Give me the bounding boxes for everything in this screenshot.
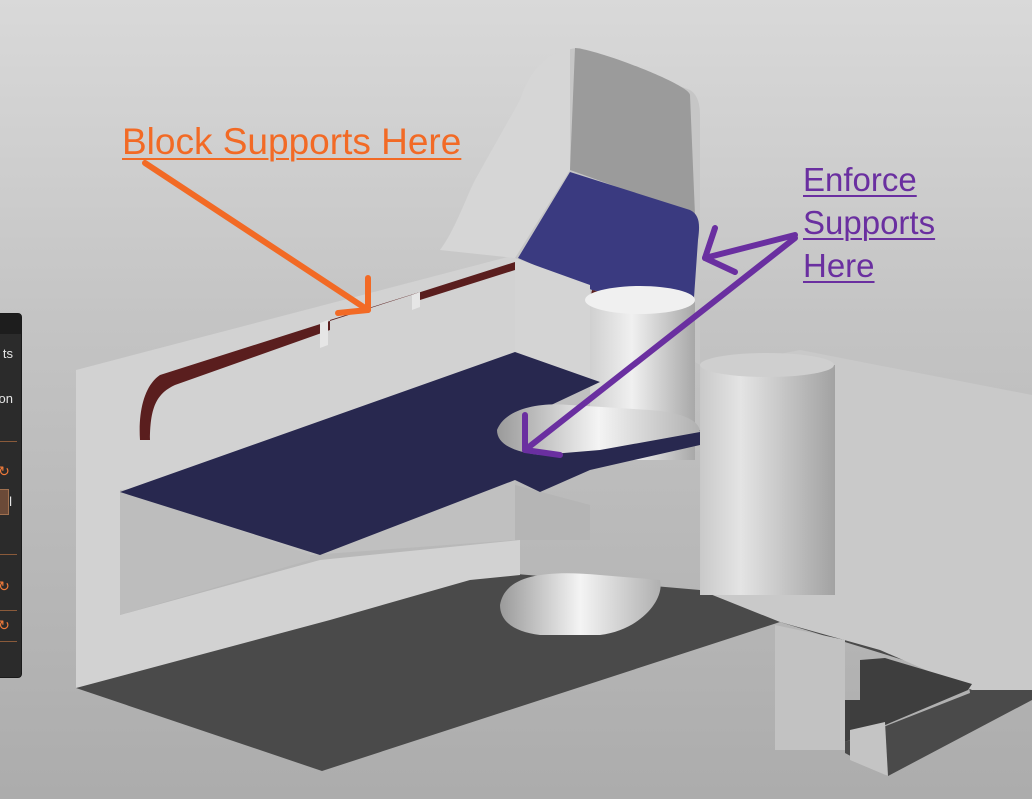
block-arrow [142,160,371,316]
tower-front-face [570,48,695,215]
lower-step-face [515,485,590,540]
cylinder-rim [585,286,695,314]
panel-divider-2 [0,554,17,555]
reset-arrow-icon-3[interactable]: ↻ [0,616,13,634]
support-painting-panel: ts on ↻ l ↻ ↻ [0,313,22,678]
base-plate-right-lower [775,625,845,750]
tower-left-face [440,48,570,258]
block-supports-label: Block Supports Here [122,121,462,162]
panel-text-fragment-1: ts [2,346,13,361]
lower-slot-hole [500,573,661,635]
base-slot-dark [845,658,972,742]
reset-arrow-icon[interactable]: ↻ [0,462,13,480]
base-slot-tab [850,722,888,776]
enforce-label-line-2: Supports [803,204,936,241]
inner-right-wall [515,258,590,380]
panel-divider-4 [0,641,17,642]
panel-orange-button[interactable] [0,489,9,515]
enforce-label-line-3: Here [803,247,875,284]
enforce-region-floor [120,352,700,555]
block-region-wall-top [139,262,515,440]
enforce-arrows [522,225,798,458]
lower-left-inner [120,490,310,615]
panel-divider-3 [0,610,17,611]
enforce-label-line-1: Enforce [803,161,917,198]
panel-text-fragment-2: on [0,391,13,406]
enforce-supports-label: Enforce Supports Here [803,158,935,287]
wall-slot-2 [412,292,420,310]
wall-slot-1 [320,320,328,348]
panel-divider [0,441,17,442]
reset-arrow-icon-2[interactable]: ↻ [0,577,13,595]
floor-slot [497,404,700,455]
panel-text-fragment-3: l [9,494,12,509]
cylindrical-post [700,365,835,595]
panel-header [0,314,21,334]
